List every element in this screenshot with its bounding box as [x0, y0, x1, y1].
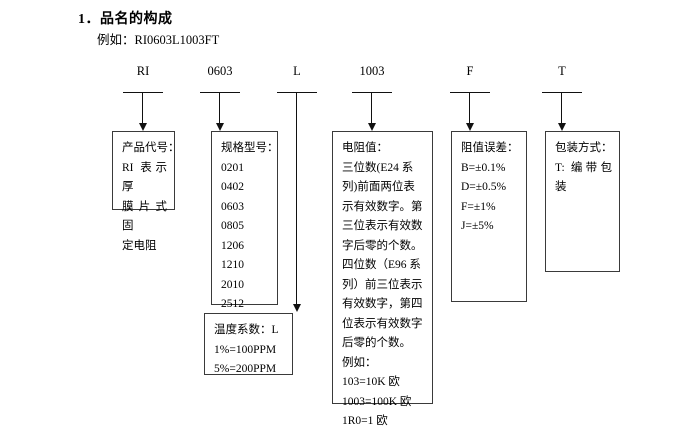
box-line: 四位数（E96 系 [342, 259, 421, 271]
box-heading: 规格型号： [221, 142, 279, 154]
box-heading: 包装方式： [555, 142, 613, 154]
description-box-size-code: 规格型号： 0201 0402 0603 0805 1206 1210 2010… [211, 131, 279, 310]
box-line: 1003=100K 欧 [342, 395, 412, 408]
connector-stem [469, 92, 471, 123]
box-line: 1210 [221, 259, 244, 271]
box-line: 装 [555, 181, 567, 193]
box-line: 1206 [221, 239, 244, 252]
connector-arrowhead-icon [138, 123, 147, 131]
connector-stem [142, 92, 144, 123]
description-box-product-code: 产品代号： RI 表示厚 膜片式固 定电阻 [112, 131, 180, 252]
box-line: 列）前三位表示 [342, 278, 423, 291]
box-heading: 产品代号： [122, 142, 180, 154]
segment-label-size-code: 0603 [207, 64, 233, 78]
box-line: D=±0.5% [461, 181, 507, 193]
box-line: 0402 [221, 181, 244, 193]
box-line: 三位数(E24 系 [342, 161, 414, 174]
box-heading: 阻值误差： [461, 142, 519, 154]
box-line: 1R0=1 欧 [342, 415, 388, 427]
box-line: 示有效数字。第 [342, 200, 423, 213]
box-line: 字后零的个数。 [342, 239, 423, 252]
box-line: B=±0.1% [461, 161, 506, 174]
connector-stem [371, 92, 373, 123]
box-line: J=±5% [461, 220, 494, 232]
connector-arrowhead-icon [557, 123, 566, 131]
description-box-tolerance: 阻值误差： B=±0.1% D=±0.5% F=±1% J=±5% [451, 131, 527, 302]
box-line: 0201 [221, 161, 244, 174]
connector-arrowhead-icon [367, 123, 376, 131]
box-line: F=±1% [461, 200, 496, 213]
box-line: RI 表示厚 [122, 161, 167, 194]
connector-arrowhead-icon [215, 123, 224, 131]
box-line: 后零的个数。 [342, 337, 411, 349]
description-box-resistance-value: 电阻值： 三位数(E24 系 列)前面两位表 示有效数字。第 三位表示有效数 字… [332, 131, 433, 427]
box-line: 103=10K 欧 [342, 376, 400, 388]
connector-arrowhead-icon [292, 304, 301, 312]
box-line: T: 编带包 [555, 161, 612, 174]
connector-arrowhead-icon [465, 123, 474, 131]
box-line: 2512 [221, 298, 244, 310]
box-line: 0805 [221, 220, 244, 232]
box-line: 0603 [221, 200, 244, 213]
connector-stem [296, 92, 298, 304]
description-box-packaging: 包装方式： T: 编带包 装 [545, 131, 620, 272]
connector-stem [219, 92, 221, 123]
box-line: 5%=200PPM [214, 363, 277, 375]
box-heading: 温度系数：L [214, 324, 279, 336]
page-title: 1．品名的构成 [78, 12, 173, 27]
example-part-number: 例如：RI0603L1003FT [97, 33, 220, 47]
connector-stem [561, 92, 563, 123]
box-heading: 电阻值： [342, 142, 388, 154]
segment-label-packaging-code: T [558, 64, 566, 78]
box-line: 三位表示有效数 [342, 220, 423, 232]
description-box-temperature-coefficient: 温度系数：L 1%=100PPM 5%=200PPM [204, 313, 293, 375]
box-line: 例如： [342, 356, 377, 369]
box-line: 2010 [221, 278, 244, 291]
segment-label-tolerance-code: F [466, 64, 474, 78]
box-line: 有效数字，第四 [342, 298, 423, 310]
segment-label-product-code: RI [136, 64, 150, 78]
box-line: 1%=100PPM [214, 343, 277, 356]
box-line: 膜片式固 [122, 200, 167, 233]
box-line: 定电阻 [122, 239, 157, 252]
segment-label-resistance-value-code: 1003 [359, 64, 385, 78]
segment-label-temperature-coefficient-code: L [293, 64, 301, 78]
box-line: 位表示有效数字 [342, 317, 423, 330]
box-line: 列)前面两位表 [342, 181, 415, 193]
